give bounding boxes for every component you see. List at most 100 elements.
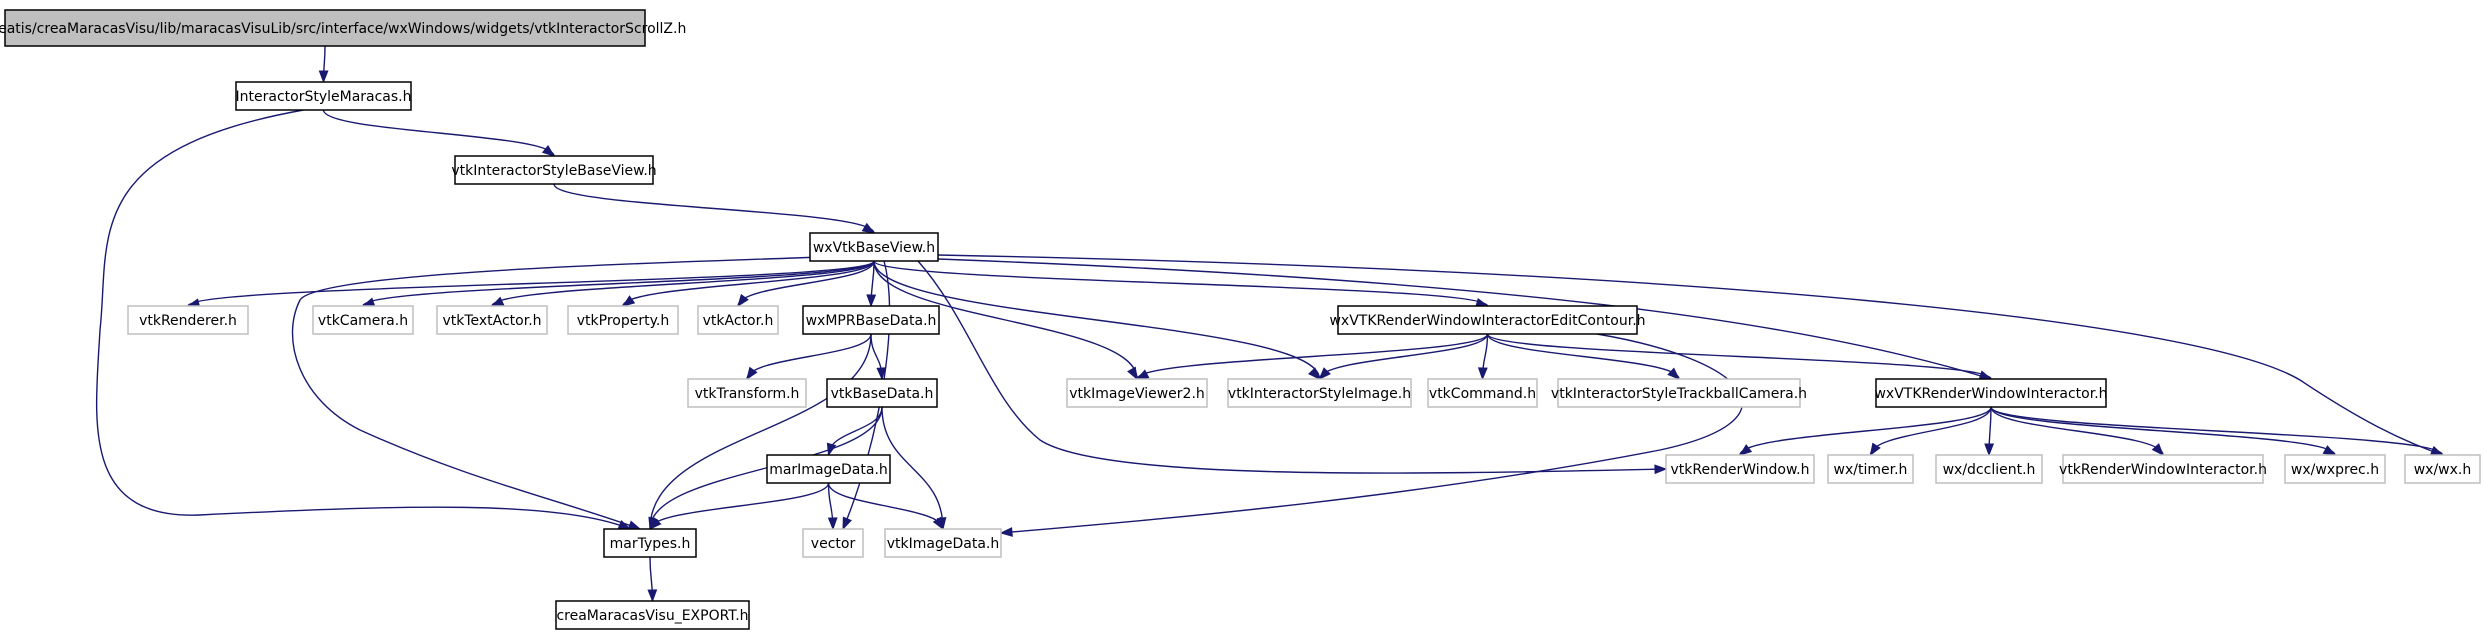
edge-mpr-to-transform bbox=[746, 333, 872, 381]
node-box bbox=[1827, 454, 1914, 484]
node-isbv[interactable]: vtkInteractorStyleBaseView.h bbox=[451, 155, 657, 185]
node-box bbox=[436, 305, 548, 335]
edge-arrowhead bbox=[746, 366, 758, 381]
node-export[interactable]: creaMaracasVisu_EXPORT.h bbox=[555, 600, 750, 630]
node-rwi[interactable]: vtkRenderWindowInteractor.h bbox=[2059, 454, 2267, 484]
node-basedata[interactable]: vtkBaseData.h bbox=[826, 378, 938, 408]
node-imagedata[interactable]: vtkImageData.h bbox=[884, 528, 1002, 558]
node-box bbox=[1227, 378, 1412, 408]
node-actor[interactable]: vtkActor.h bbox=[697, 305, 779, 335]
node-label: vtkTransform.h bbox=[695, 386, 800, 402]
edge-wxvbv-to-property bbox=[621, 260, 875, 307]
edge-arrowhead bbox=[318, 70, 329, 84]
node-box bbox=[2062, 454, 2264, 484]
node-renderwindow[interactable]: vtkRenderWindow.h bbox=[1665, 454, 1815, 484]
node-box bbox=[802, 305, 940, 335]
node-box bbox=[312, 305, 414, 335]
edge-arrowhead bbox=[361, 297, 376, 307]
node-box bbox=[454, 155, 654, 185]
node-command[interactable]: vtkCommand.h bbox=[1427, 378, 1538, 408]
node-viewer2[interactable]: vtkImageViewer2.h bbox=[1066, 378, 1208, 408]
edge-arrowhead bbox=[1308, 367, 1321, 381]
node-camera[interactable]: vtkCamera.h bbox=[312, 305, 414, 335]
edge-wxrwi-to-timer bbox=[1869, 406, 1992, 457]
node-wxrwi[interactable]: wxVTKRenderWindowInteractor.h bbox=[1874, 378, 2108, 408]
node-box bbox=[555, 600, 750, 630]
edge-line bbox=[1739, 406, 1992, 456]
node-transform[interactable]: vtkTransform.h bbox=[687, 378, 807, 408]
node-box bbox=[1337, 305, 1638, 335]
node-label: C:/Creatis/creaMaracasVisu/lib/maracasVi… bbox=[0, 21, 686, 37]
edge-wxvbv-to-viewer2 bbox=[873, 260, 1138, 381]
node-styleimage[interactable]: vtkInteractorStyleImage.h bbox=[1227, 378, 1412, 408]
edge-arrowhead bbox=[627, 520, 642, 530]
node-label: vtkImageData.h bbox=[887, 536, 999, 552]
edge-arrowhead bbox=[1477, 367, 1488, 381]
edges-layer bbox=[95, 45, 2444, 603]
node-label: wx/dcclient.h bbox=[1943, 462, 2036, 478]
edge-arrowhead bbox=[647, 589, 658, 603]
node-ism[interactable]: InteractorStyleMaracas.h bbox=[235, 81, 412, 111]
edge-mpr-to-martypes bbox=[648, 333, 872, 531]
node-box bbox=[826, 378, 938, 408]
node-renderer[interactable]: vtkRenderer.h bbox=[127, 305, 249, 335]
edge-marimage-to-martypes bbox=[649, 482, 830, 531]
node-box bbox=[235, 81, 412, 111]
edge-arrowhead bbox=[876, 367, 887, 381]
edge-arrowhead bbox=[932, 516, 944, 531]
edge-wxvbv-to-editcontour bbox=[873, 260, 1489, 308]
node-box bbox=[1665, 454, 1815, 484]
edge-line bbox=[873, 260, 1321, 380]
node-marimage[interactable]: marImageData.h bbox=[766, 454, 891, 484]
node-box bbox=[802, 528, 864, 558]
node-label: vtkBaseData.h bbox=[831, 386, 934, 402]
edge-line bbox=[1136, 333, 1489, 380]
node-box bbox=[884, 528, 1002, 558]
edge-line bbox=[649, 406, 883, 530]
node-mpr[interactable]: wxMPRBaseData.h bbox=[802, 305, 940, 335]
node-label: creaMaracasVisu_EXPORT.h bbox=[556, 608, 748, 624]
node-timer[interactable]: wx/timer.h bbox=[1827, 454, 1914, 484]
node-label: vtkInteractorStyleBaseView.h bbox=[451, 163, 656, 179]
edge-arrowhead bbox=[541, 144, 556, 157]
node-wxvbv[interactable]: wxVtkBaseView.h bbox=[809, 232, 939, 262]
edge-arrowhead bbox=[1654, 464, 1668, 475]
node-box bbox=[2404, 454, 2481, 484]
node-vector[interactable]: vector bbox=[802, 528, 864, 558]
node-martypes[interactable]: marTypes.h bbox=[603, 528, 697, 558]
node-box bbox=[687, 378, 807, 408]
node-label: marImageData.h bbox=[769, 462, 888, 478]
edge-line bbox=[322, 109, 555, 157]
edge-line bbox=[1486, 333, 1680, 380]
node-wxh[interactable]: wx/wx.h bbox=[2404, 454, 2481, 484]
edge-editcontour-to-imagedata bbox=[999, 333, 1744, 537]
node-label: vtkActor.h bbox=[703, 313, 774, 329]
node-dcclient[interactable]: wx/dcclient.h bbox=[1935, 454, 2043, 484]
node-box bbox=[1427, 378, 1538, 408]
node-label: vtkInteractorStyleTrackballCamera.h bbox=[1551, 386, 1807, 402]
edge-arrowhead bbox=[827, 517, 838, 531]
edge-arrowhead bbox=[2322, 445, 2337, 456]
edge-arrowhead bbox=[842, 516, 852, 531]
node-root[interactable]: C:/Creatis/creaMaracasVisu/lib/maracasVi… bbox=[0, 9, 686, 47]
edge-arrowhead bbox=[1984, 443, 1995, 457]
edge-arrowhead bbox=[2151, 443, 2164, 457]
node-property[interactable]: vtkProperty.h bbox=[567, 305, 679, 335]
edge-arrowhead bbox=[861, 222, 876, 234]
edge-wxvbv-to-actor bbox=[737, 260, 875, 308]
node-label: wxVtkBaseView.h bbox=[813, 240, 935, 256]
node-label: InteractorStyleMaracas.h bbox=[236, 89, 412, 105]
edge-line bbox=[917, 260, 1667, 474]
node-wxprec[interactable]: wx/wxprec.h bbox=[2284, 454, 2386, 484]
node-box bbox=[697, 305, 779, 335]
node-textactor[interactable]: vtkTextActor.h bbox=[436, 305, 548, 335]
node-trackball[interactable]: vtkInteractorStyleTrackballCamera.h bbox=[1551, 378, 1807, 408]
edge-line bbox=[362, 260, 875, 307]
edge-wxvbv-to-styleimage bbox=[873, 260, 1321, 381]
edge-ism-to-isbv bbox=[322, 109, 556, 157]
node-label: vtkRenderer.h bbox=[139, 313, 237, 329]
node-editcontour[interactable]: wxVTKRenderWindowInteractorEditContour.h bbox=[1329, 305, 1646, 335]
node-label: vtkProperty.h bbox=[577, 313, 669, 329]
edge-arrowhead bbox=[649, 517, 662, 531]
